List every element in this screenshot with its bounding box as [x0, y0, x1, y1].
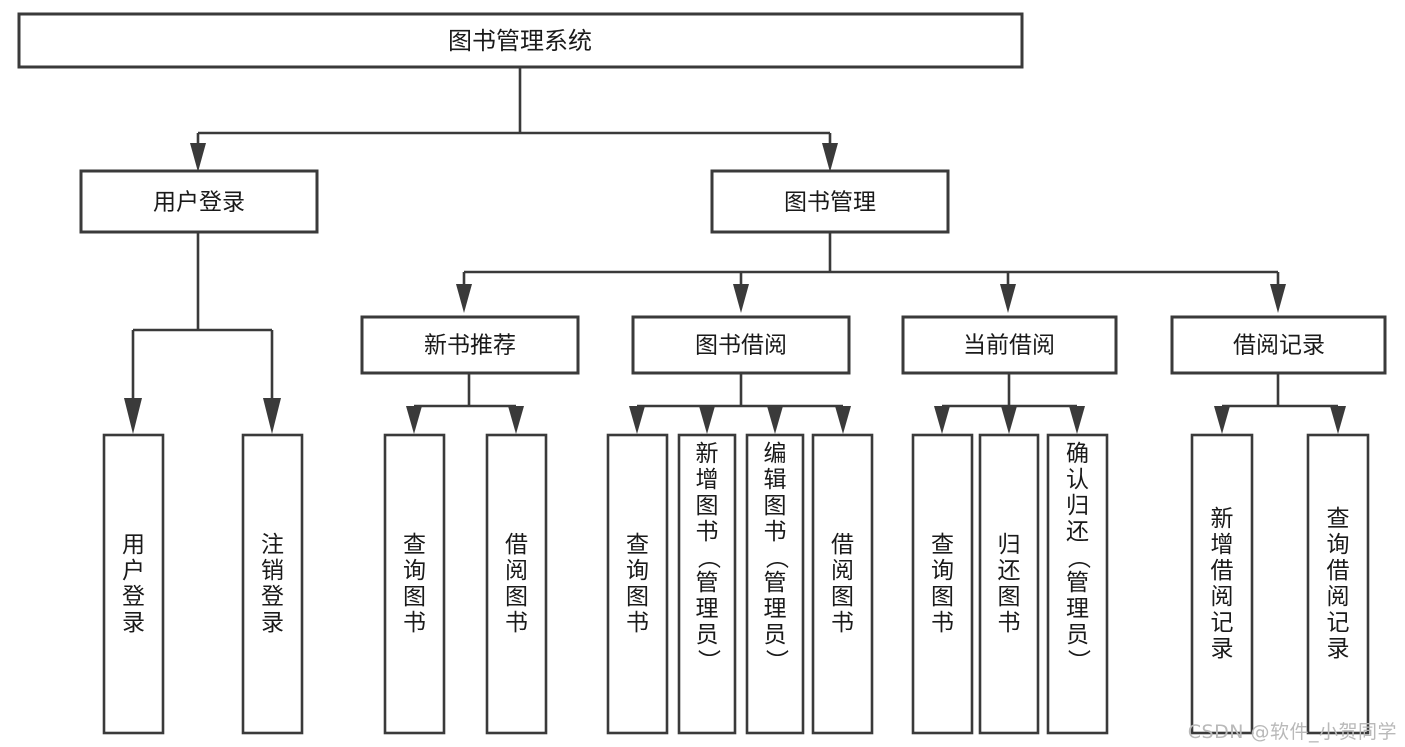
leaf-box-add-record[interactable]: [1190, 433, 1254, 735]
arrow-to-leaf-query-record: [1330, 406, 1346, 434]
node-root-label: 图书管理系统: [448, 27, 592, 55]
leaf-box-logout[interactable]: [241, 433, 304, 735]
arrow-to-leaf-logout: [263, 398, 281, 434]
leaf-box-confirm-return[interactable]: [1046, 433, 1109, 735]
leaf-box-query-record[interactable]: [1306, 433, 1370, 735]
leaf-box-edit-book[interactable]: [745, 433, 805, 735]
leaf-box-query-book-3[interactable]: [911, 433, 974, 735]
arrow-to-leaf-query-book-3: [934, 406, 950, 434]
arrow-to-book-manage: [822, 143, 838, 172]
node-book-borrow-label: 图书借阅: [695, 333, 787, 359]
node-current-borrow-box[interactable]: [901, 315, 1118, 375]
leaf-box-add-book[interactable]: [677, 433, 737, 735]
arrow-to-leaf-query-book-1: [406, 406, 422, 434]
node-current-borrow-label: 当前借阅: [963, 333, 1055, 359]
arrow-to-current-borrow: [1000, 284, 1016, 313]
leaf-box-user-login[interactable]: [102, 433, 165, 735]
node-new-book-rec-label: 新书推荐: [424, 333, 516, 359]
leaf-box-query-book-1[interactable]: [383, 433, 446, 735]
leaf-box-borrow-book-2[interactable]: [811, 433, 874, 735]
node-book-borrow-box[interactable]: [631, 315, 851, 375]
node-user-login-box[interactable]: [79, 169, 319, 234]
node-user-login-label: 用户登录: [153, 190, 245, 216]
arrow-to-leaf-borrow-book-1: [508, 406, 524, 434]
leaf-box-query-book-2[interactable]: [606, 433, 669, 735]
leaf-box-return-book[interactable]: [978, 433, 1040, 735]
node-borrow-record-label: 借阅记录: [1233, 333, 1325, 359]
arrow-to-book-borrow: [733, 284, 749, 313]
node-new-book-rec-box[interactable]: [360, 315, 580, 375]
arrow-to-borrow-record: [1270, 284, 1286, 313]
arrow-to-leaf-borrow-book-2: [835, 406, 851, 434]
arrow-to-leaf-add-record: [1214, 406, 1230, 434]
node-borrow-record-box[interactable]: [1170, 315, 1387, 375]
node-group: 图书管理系统 用户登录 图书管理 新书推荐 图书借阅 当前借阅 借阅记录: [17, 12, 1387, 735]
arrow-to-new-book-rec: [456, 284, 472, 313]
arrow-to-leaf-user-login: [124, 398, 142, 434]
arrow-to-leaf-add-book: [699, 406, 715, 434]
arrow-to-leaf-query-book-2: [629, 406, 645, 434]
arrow-to-user-login: [190, 143, 206, 172]
node-root-box[interactable]: [17, 12, 1024, 69]
node-book-manage-box[interactable]: [710, 169, 950, 234]
node-book-manage-label: 图书管理: [784, 190, 876, 216]
arrow-to-leaf-return-book: [1001, 406, 1017, 434]
arrow-to-leaf-confirm-return: [1069, 406, 1085, 434]
arrow-to-leaf-edit-book: [767, 406, 783, 434]
connector-group: [124, 68, 1346, 434]
leaf-box-borrow-book-1[interactable]: [485, 433, 548, 735]
